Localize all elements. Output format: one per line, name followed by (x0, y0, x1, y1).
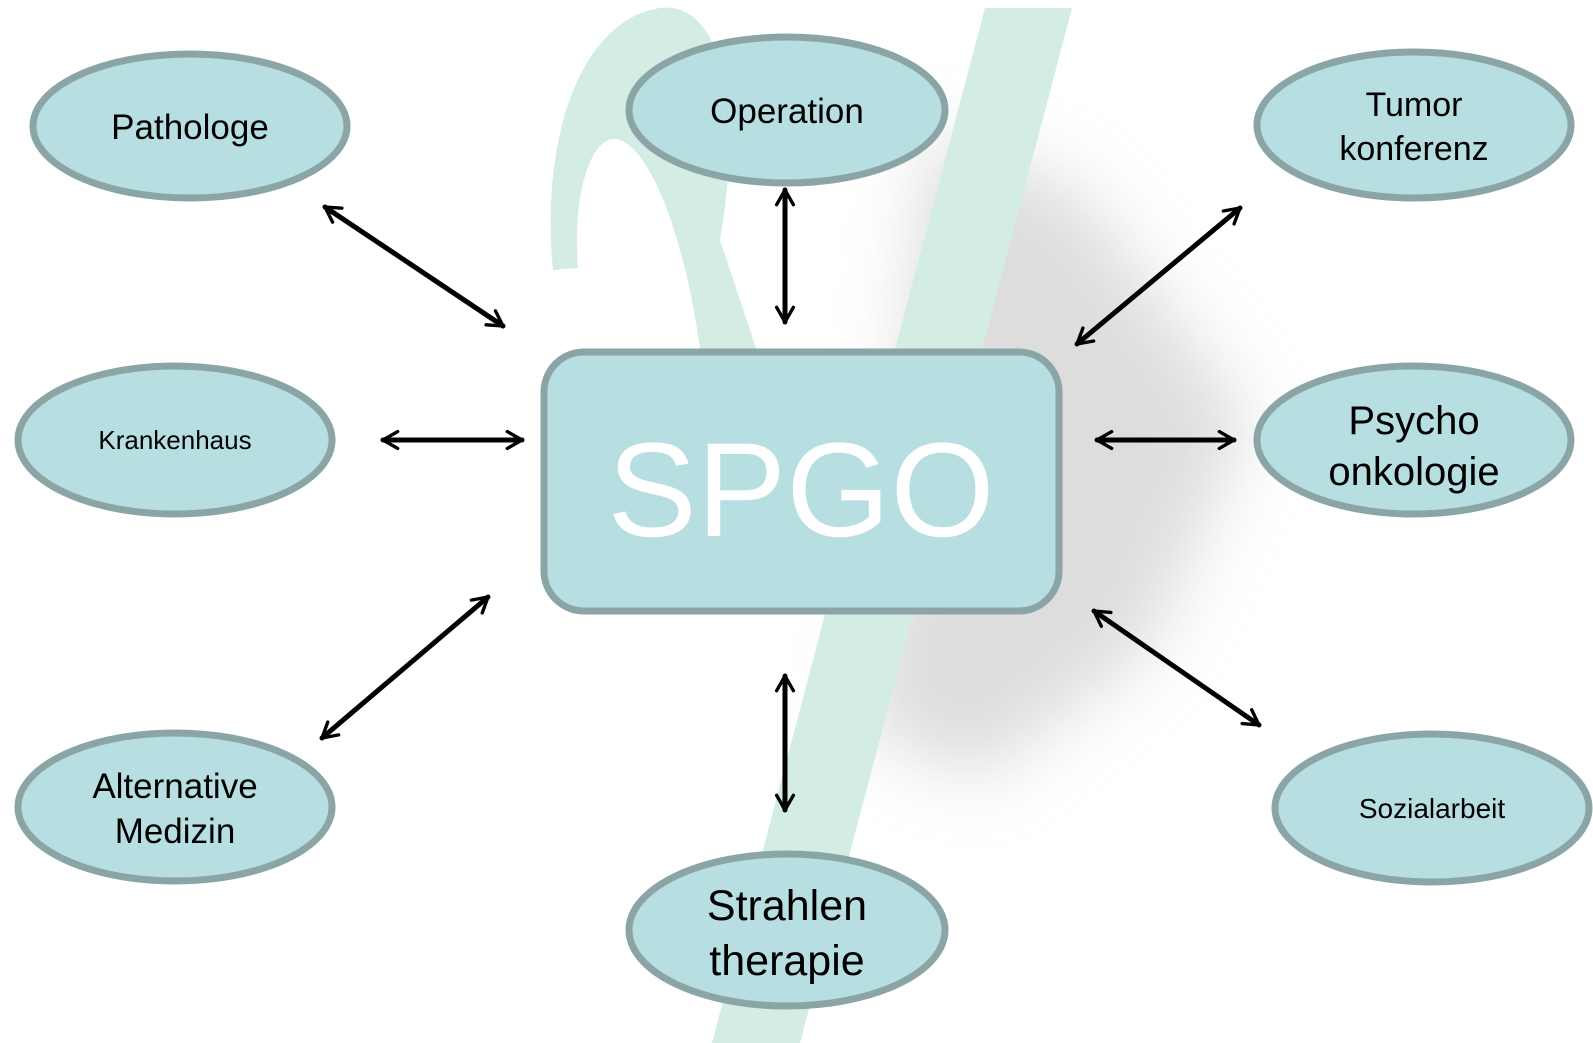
node-label: Sozialarbeit (1359, 793, 1506, 824)
connections (319, 187, 1262, 813)
node-pathologe: Pathologe (29, 50, 351, 202)
node-label-line1: Alternative (92, 767, 257, 806)
center-box (540, 348, 1063, 615)
arrow-pathologe (322, 204, 506, 329)
node-label-line2: konferenz (1339, 130, 1488, 168)
node-strahlentherapie: Strahlen therapie (625, 850, 949, 1010)
arrow-sozialarbeit (1091, 608, 1262, 728)
node-label: Krankenhaus (98, 425, 251, 455)
node-krankenhaus: Krankenhaus (14, 362, 336, 518)
node-shape (14, 729, 336, 885)
node-shape (625, 33, 949, 187)
node-tumor-konferenz: Tumor konferenz (1253, 48, 1575, 202)
node-label-line1: Psycho (1348, 399, 1479, 443)
node-label-line1: Strahlen (707, 882, 867, 930)
node-label-line1: Tumor (1366, 86, 1463, 124)
node-shape (1253, 362, 1575, 518)
arrow-alternative-medizin (319, 594, 491, 741)
node-label: Operation (710, 92, 864, 131)
node-label: Pathologe (111, 108, 269, 147)
node-shape (1271, 730, 1593, 886)
node-shape (1253, 48, 1575, 202)
node-shape (14, 362, 336, 518)
node-sozialarbeit: Sozialarbeit (1271, 730, 1593, 886)
node-label-line2: Medizin (115, 812, 236, 851)
node-operation: Operation (625, 33, 949, 187)
node-psychoonkologie: Psycho onkologie (1253, 362, 1575, 518)
node-shape (625, 850, 949, 1010)
center-label: SPGO (607, 416, 994, 565)
center-node-spgo: SPGO (540, 348, 1063, 615)
node-alternative-medizin: Alternative Medizin (14, 729, 336, 885)
node-label-line2: onkologie (1328, 450, 1499, 494)
node-label-line2: therapie (709, 937, 864, 985)
node-shape (29, 50, 351, 202)
arrow-tumor-konferenz (1074, 205, 1243, 347)
